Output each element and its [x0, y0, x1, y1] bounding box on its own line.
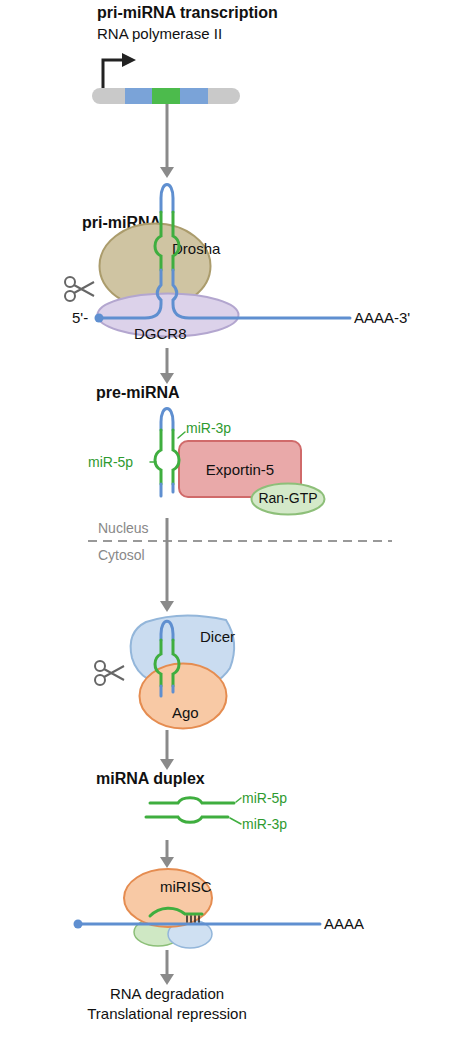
- mirna-strand: [173, 640, 179, 686]
- arrow-shaft: [166, 950, 169, 976]
- protein-name: Drosha: [172, 240, 220, 257]
- flank-strand: [173, 270, 350, 318]
- scissors-symbol: [65, 277, 94, 301]
- flow-arrow: [160, 518, 174, 612]
- protein-ellipse: Ran-GTP: [250, 482, 326, 516]
- stage-heading: pre-miRNA: [96, 384, 180, 402]
- node-outline: [92, 88, 240, 104]
- overhang-strand: [160, 484, 163, 496]
- flank-strand: [99, 270, 161, 318]
- stage-heading: pri-miRNA transcription: [97, 4, 278, 22]
- nuclear-boundary: [88, 540, 392, 542]
- hairpin-loop: [161, 185, 173, 213]
- mirna-strand: [155, 212, 161, 270]
- compartment-label: Cytosol: [98, 547, 145, 563]
- flow-arrow: [160, 840, 174, 868]
- compartment-label: Nucleus: [98, 520, 149, 536]
- flow-arrow: [160, 950, 174, 985]
- gene-flank: [92, 88, 240, 104]
- base-pairs: [187, 916, 199, 922]
- mirna-segment: [152, 88, 180, 104]
- arrowhead: [160, 974, 174, 985]
- promoter-arrow: [103, 60, 124, 88]
- arrowhead: [160, 373, 174, 384]
- strand-label: miR-3p: [186, 420, 231, 436]
- cap-dot: [74, 920, 83, 929]
- arrowhead: [160, 601, 174, 612]
- flow-arrow: [160, 730, 174, 770]
- overhang-strand: [160, 686, 163, 696]
- arrowhead: [160, 857, 174, 868]
- protein-ellipse: DGCR8: [96, 292, 240, 338]
- outcome-box: RNA degradationTranslational repression: [67, 985, 267, 1027]
- target-mrna: [78, 923, 320, 926]
- stage-group: pri-miRNADroshaDGCR8: [80, 178, 260, 348]
- arrow-shaft: [166, 518, 169, 603]
- strand-label: miR-5p: [242, 790, 287, 806]
- arrowhead: [160, 167, 174, 178]
- gene-bar: pri-miRNA transcriptionRNA polymerase II: [92, 88, 240, 104]
- end-label: AAAA-3': [354, 309, 410, 326]
- arrow-shaft: [166, 104, 169, 169]
- protein-name: Dicer: [200, 628, 235, 645]
- polya-label: AAAA: [324, 915, 364, 932]
- complex-name: miRISC: [160, 878, 212, 895]
- promoter-arrowhead: [122, 53, 136, 67]
- leader-line: [230, 818, 241, 824]
- overhang-strand: [172, 686, 175, 692]
- leader-line: [150, 461, 156, 463]
- duplex-strand: [146, 817, 228, 822]
- scissors-symbol: [95, 661, 124, 685]
- enzyme-label: RNA polymerase II: [97, 25, 222, 42]
- ellipse-outline: [140, 664, 227, 729]
- gene-segment: [125, 88, 152, 104]
- gene-segment: [180, 88, 208, 104]
- arrow-shaft: [166, 840, 169, 859]
- hairpin-loop: [161, 409, 173, 431]
- flow-arrow: [160, 104, 174, 178]
- stage-group: miRNA duplex miR-5p miR-3p: [92, 770, 292, 840]
- risc-complex: miRISC: [118, 868, 236, 950]
- stage-heading: miRNA duplex: [96, 770, 205, 788]
- flow-arrow: [160, 348, 174, 384]
- strand-label: miR-5p: [88, 454, 133, 470]
- ago-ellipse: [124, 869, 212, 927]
- mirna-strand: [155, 640, 161, 686]
- protein-name: Ran-GTP: [250, 490, 326, 506]
- hairpin-loop: [161, 621, 173, 640]
- strand-label: miR-3p: [242, 816, 287, 832]
- protein-ellipse: Ago: [138, 662, 228, 730]
- cap-dot: [95, 314, 104, 323]
- mirna-strand: [173, 212, 179, 270]
- overhang-strand: [172, 484, 175, 492]
- leader-line: [236, 798, 241, 802]
- mirna-strand: [155, 430, 161, 484]
- arrow-shaft: [166, 730, 169, 761]
- outcome-text: RNA degradation: [67, 985, 267, 1002]
- protein-name: Ago: [172, 704, 199, 721]
- mirna-strand: [173, 430, 179, 484]
- arrow-shaft: [166, 348, 169, 375]
- protein-name: Exportin-5: [180, 461, 300, 478]
- arrowhead: [160, 759, 174, 770]
- outcome-text: Translational repression: [67, 1005, 267, 1022]
- duplex-strand: [150, 798, 234, 803]
- leader-line: [178, 432, 185, 438]
- stage-group: pre-miRNA miR-3p miR-5p Exportin-5Ran-GTP: [84, 384, 334, 518]
- bound-mirna: [150, 908, 202, 916]
- end-label: 5'-: [72, 309, 88, 326]
- protein-name: DGCR8: [134, 325, 187, 342]
